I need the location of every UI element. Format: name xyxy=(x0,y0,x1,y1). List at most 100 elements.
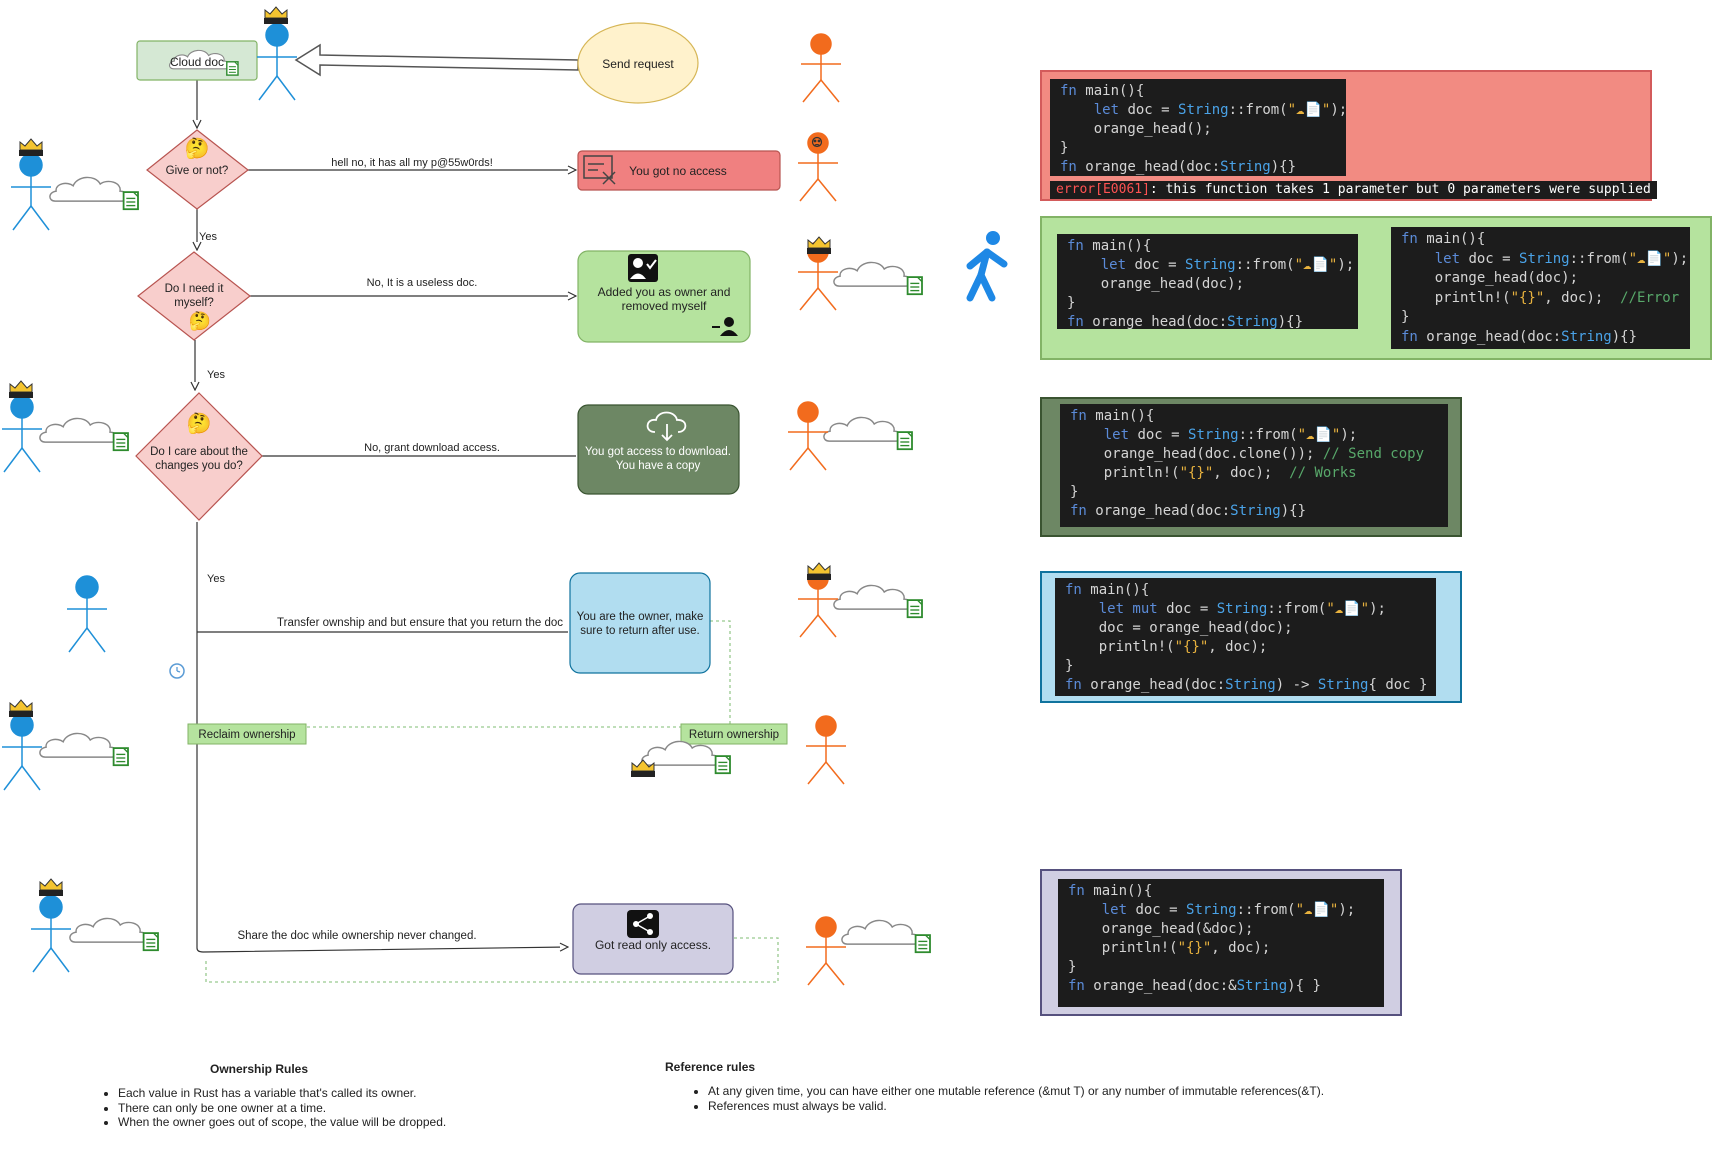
added-owner-label-2: removed myself xyxy=(622,299,707,313)
yes-label-1: Yes xyxy=(199,231,217,243)
reclaim-ownership-text: Reclaim ownership xyxy=(198,729,295,741)
decision-need-it[interactable]: Do I need it myself? 🤔 xyxy=(137,251,251,341)
remove-user-icon xyxy=(712,317,738,336)
useless-edge-label: No, It is a useless doc. xyxy=(367,277,478,289)
person-icon xyxy=(2,395,42,473)
edge-share xyxy=(196,947,568,953)
person-icon xyxy=(806,916,846,986)
cloud-doc-icon xyxy=(38,417,129,452)
person-icon xyxy=(31,895,71,973)
owner-label-2: sure to return after use. xyxy=(580,625,700,637)
error-message: error[E0061]: this function takes 1 para… xyxy=(1050,181,1657,199)
thinking-emoji-icon: 🤔 xyxy=(185,137,210,160)
crown-icon xyxy=(9,699,33,717)
crown-icon xyxy=(39,878,63,896)
share-edge-label: Share the doc while ownership never chan… xyxy=(237,930,476,942)
cloud-doc-label: Cloud doc xyxy=(170,55,224,69)
reference-rules-title: Reference rules xyxy=(665,1060,756,1074)
reference-rule: References must always be valid. xyxy=(708,1099,1390,1114)
crown-icon xyxy=(9,380,33,398)
flow-edges xyxy=(195,80,576,953)
share-dashed-loop xyxy=(205,937,779,983)
person-icon xyxy=(798,132,838,202)
download-node[interactable]: You got access to download. You have a c… xyxy=(577,404,740,495)
thinking-emoji-icon: 🤔 xyxy=(187,412,212,435)
cloud-doc-icon xyxy=(832,584,923,619)
person-icon xyxy=(2,713,42,791)
ownership-rules-list: Each value in Rust has a variable that's… xyxy=(100,1086,660,1130)
added-owner-node[interactable]: Added you as owner and removed myself xyxy=(577,250,751,343)
download-label-2: You have a copy xyxy=(616,460,701,472)
need-it-label-1: Do I need it xyxy=(165,283,225,295)
reference-rule: At any given time, you can have either o… xyxy=(708,1084,1390,1099)
ownership-rules-title: Ownership Rules xyxy=(210,1062,309,1076)
owner-crowns xyxy=(9,6,831,896)
thinking-emoji-icon: 🤔 xyxy=(189,311,211,331)
read-only-label: Got read only access. xyxy=(595,938,711,952)
code-block-error: fn main(){ let doc = String::from("☁📄");… xyxy=(1050,79,1346,176)
decision-give-or-not[interactable]: 🤔 Give or not? xyxy=(146,129,249,210)
reclaim-dashed-loop xyxy=(300,620,731,728)
care-label-2: changes you do? xyxy=(155,460,243,472)
person-icon xyxy=(257,23,297,101)
no-access-node[interactable]: You got no access xyxy=(577,150,781,191)
reference-rules-list: At any given time, you can have either o… xyxy=(690,1084,1390,1113)
sad-face-icon xyxy=(811,136,823,148)
error-message-text: : this function takes 1 parameter but 0 … xyxy=(1149,182,1651,197)
give-or-not-label: Give or not? xyxy=(166,165,229,177)
clock-icon xyxy=(169,663,185,679)
share-icon xyxy=(627,910,659,938)
code-block-clone: fn main(){ let doc = String::from("☁📄");… xyxy=(1060,404,1448,527)
crown-icon xyxy=(807,236,831,254)
reclaim-ownership-label[interactable]: Reclaim ownership xyxy=(187,723,307,745)
transfer-edge-label: Transfer ownship and but ensure that you… xyxy=(277,617,563,629)
download-label-1: You got access to download. xyxy=(585,446,731,458)
download-edge-label: No, grant download access. xyxy=(364,442,500,454)
yes-label-3: Yes xyxy=(207,573,225,585)
person-icon xyxy=(67,575,107,653)
user-check-icon xyxy=(628,254,658,282)
crown-icon xyxy=(264,6,288,24)
reference-rules: Reference rules At any given time, you c… xyxy=(665,1060,1390,1113)
need-it-label-2: myself? xyxy=(174,297,214,309)
care-label-1: Do I care about the xyxy=(150,446,248,458)
person-icon xyxy=(801,33,841,103)
code-block-move-error: fn main(){ let doc = String::from("☁📄");… xyxy=(1391,227,1690,349)
code-block-return: fn main(){ let mut doc = String::from("☁… xyxy=(1055,578,1436,696)
cloud-doc-icon xyxy=(68,917,159,952)
cloud-doc-node[interactable]: Cloud doc xyxy=(136,40,258,81)
cloud-doc-icon xyxy=(840,919,931,954)
ownership-rules: Ownership Rules Each value in Rust has a… xyxy=(100,1062,660,1130)
crown-icon xyxy=(19,138,43,156)
send-request-label: Send request xyxy=(602,57,674,71)
person-icon xyxy=(788,401,828,471)
cloud-doc-icon xyxy=(38,732,129,767)
return-ownership-label[interactable]: Return ownership xyxy=(680,723,788,745)
owner-node[interactable]: You are the owner, make sure to return a… xyxy=(569,572,711,674)
code-block-reference: fn main(){ let doc = String::from("☁📄");… xyxy=(1058,879,1384,1007)
send-request-arrow xyxy=(294,43,579,77)
denied-icon xyxy=(583,155,616,185)
cloud-doc-icon xyxy=(48,176,139,211)
crown-icon xyxy=(631,759,655,777)
cloud-doc-icon xyxy=(640,740,731,775)
read-only-node[interactable]: Got read only access. xyxy=(572,903,734,975)
dashed-loops xyxy=(205,620,779,983)
person-icon xyxy=(11,153,51,231)
owner-label-1: You are the owner, make xyxy=(577,611,704,623)
walking-person-icon xyxy=(966,231,1008,302)
code-block-move: fn main(){ let doc = String::from("☁📄");… xyxy=(1057,234,1358,329)
ownership-rule: There can only be one owner at a time. xyxy=(118,1101,660,1116)
cloud-doc-icon xyxy=(822,416,913,451)
return-ownership-text: Return ownership xyxy=(689,729,779,741)
added-owner-label-1: Added you as owner and xyxy=(598,285,731,299)
decision-care-changes[interactable]: 🤔 Do I care about the changes you do? xyxy=(135,392,263,521)
no-access-edge-label: hell no, it has all my p@55w0rds! xyxy=(331,157,493,169)
person-icon xyxy=(806,715,846,785)
ownership-rule: When the owner goes out of scope, the va… xyxy=(118,1115,660,1130)
send-request-node[interactable]: Send request xyxy=(577,22,699,104)
cloud-doc-icon xyxy=(832,261,923,296)
crown-icon xyxy=(807,562,831,580)
no-access-label: You got no access xyxy=(629,164,727,178)
yes-label-2: Yes xyxy=(207,369,225,381)
